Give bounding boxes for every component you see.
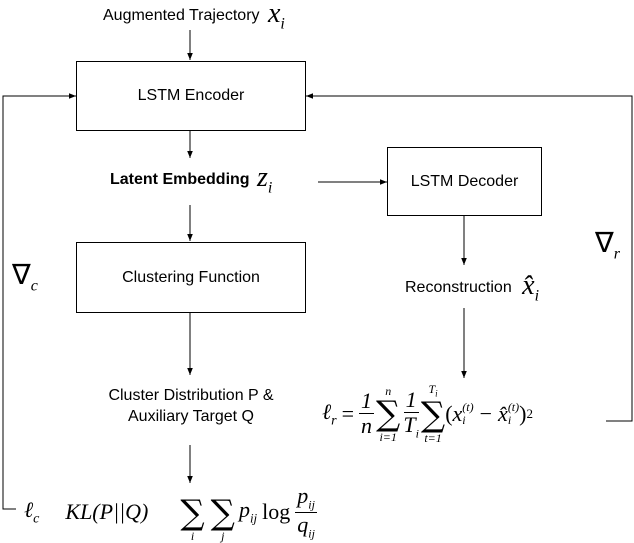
loss-c-lhs: ℓc — [24, 497, 39, 527]
loss-c-sum2-bottom: j — [221, 529, 225, 543]
lstm-decoder-label: LSTM Decoder — [410, 172, 519, 190]
loss-r-sum1-top: n — [385, 383, 392, 398]
cluster-distribution-line1: Cluster Distribution P & — [108, 387, 274, 404]
loss-c-frac: pij qij — [295, 485, 317, 539]
loss-r-sum2-top: T — [428, 382, 436, 396]
input-symbol-sub: i — [280, 15, 285, 33]
loss-r-lhs-sub: r — [331, 412, 337, 428]
loss-c-frac-den: q — [297, 511, 309, 537]
latent-embedding-label: Latent Embedding zi — [110, 162, 272, 198]
input-label: Augmented Trajectory xi — [103, 0, 285, 34]
loss-r-sum1-bottom: i=1 — [379, 429, 397, 444]
loss-r-minus: − — [479, 400, 493, 426]
loss-r-x-base: x — [452, 400, 463, 426]
reconstruction-symbol: x̂i — [522, 270, 539, 305]
loss-r-frac1-den: n — [361, 413, 373, 439]
input-label-text: Augmented Trajectory — [103, 6, 260, 24]
loss-c-frac-num: p — [297, 483, 309, 509]
lstm-encoder-label: LSTM Encoder — [137, 87, 245, 104]
gradient-c-symbol: ∇ — [12, 260, 31, 291]
loss-r-x: x(t)i — [452, 399, 474, 427]
feedback-loop-grad-r — [306, 93, 633, 422]
cluster-distribution-line2: Auxiliary Target Q — [128, 408, 254, 425]
loss-c-p: pij — [239, 497, 257, 526]
loss-r-equals: = — [341, 400, 355, 426]
loss-c-sum1-bottom: i — [190, 529, 195, 543]
clustering-function-box: Clustering Function — [76, 242, 306, 313]
loss-c-sum1: ∑ i — [180, 482, 204, 542]
loss-r-sum2-sigma: ∑ — [420, 395, 446, 436]
clustering-loss-formula: ℓc KL(P||Q) ∑ i ∑ j pij log pij qij — [24, 482, 317, 542]
loss-r-sum2-bottom: t=1 — [424, 431, 442, 446]
input-symbol: xi — [267, 0, 285, 33]
loss-r-xhat-base: x̂ — [498, 400, 508, 426]
loss-r-lhs: ℓr — [322, 399, 337, 429]
gradient-r-label: ∇r — [595, 226, 620, 264]
latent-symbol-z: z — [257, 162, 268, 193]
reconstruction-symbol-sub: i — [534, 287, 540, 305]
reconstruction-text: Reconstruction — [405, 278, 512, 296]
latent-symbol: zi — [257, 162, 272, 197]
reconstruction-loss-formula: ℓr = 1 n n ∑ i=1 1 Ti Ti ∑ t=1 ( x(t)i −… — [322, 383, 533, 444]
loss-r-frac2-den: T — [403, 411, 416, 437]
lstm-encoder-box: LSTM Encoder — [76, 61, 306, 131]
loss-r-pow: 2 — [526, 405, 533, 421]
loss-c-frac-num-sub: ij — [308, 497, 315, 512]
loss-c-lhs-sub: c — [33, 511, 40, 527]
loss-r-paren-open: ( — [445, 400, 453, 426]
loss-r-x-sup: (t) — [462, 399, 474, 414]
reconstruction-label: Reconstruction x̂i — [405, 270, 539, 306]
loss-c-p-sub: ij — [249, 510, 258, 526]
loss-c-sum1-sigma: ∑ — [180, 493, 205, 533]
loss-r-xhat-sup: (t) — [507, 399, 520, 414]
loss-c-ell: ℓ — [24, 496, 34, 522]
input-symbol-x: x — [267, 0, 281, 29]
loss-r-sum2-top-sub: i — [435, 388, 438, 399]
cluster-distribution-label: Cluster Distribution P & Auxiliary Targe… — [96, 385, 286, 427]
loss-r-frac1: 1 n — [359, 388, 375, 439]
gradient-c-sub: c — [30, 277, 38, 295]
latent-symbol-sub: i — [267, 179, 273, 197]
loss-r-frac2-num: 1 — [403, 386, 419, 413]
loss-r-frac2: 1 Ti — [403, 386, 419, 440]
feedback-loop-grad-c — [2, 93, 76, 510]
loss-c-sum2: ∑ j — [211, 482, 235, 542]
lstm-decoder-box: LSTM Decoder — [387, 147, 542, 216]
loss-r-frac2-den-sub: i — [415, 425, 419, 440]
loss-c-frac-den-sub: ij — [308, 525, 315, 540]
loss-r-ell: ℓ — [322, 398, 332, 424]
loss-r-xhat-sub: i — [507, 412, 512, 427]
gradient-r-symbol: ∇ — [595, 228, 614, 259]
loss-r-xhat: x̂(t)i — [498, 399, 520, 427]
loss-c-kl: KL(P||Q) — [65, 499, 149, 524]
loss-r-sum1-sigma: ∑ — [376, 393, 401, 434]
gradient-c-label: ∇c — [12, 258, 38, 296]
loss-c-log: log — [262, 499, 291, 524]
loss-r-frac1-num: 1 — [359, 388, 375, 415]
gradient-r-sub: r — [613, 245, 620, 263]
clustering-function-label: Clustering Function — [122, 268, 260, 286]
loss-r-x-sub: i — [462, 412, 466, 427]
loss-c-sum2-sigma: ∑ — [210, 493, 235, 533]
loss-r-sum1: n ∑ i=1 — [376, 385, 400, 443]
latent-embedding-text: Latent Embedding — [110, 170, 250, 188]
loss-r-sum2: Ti ∑ t=1 — [421, 383, 445, 444]
loss-c-p-base: p — [238, 497, 250, 523]
reconstruction-symbol-xhat: x̂ — [522, 270, 535, 301]
loss-r-paren-close: ) — [519, 400, 527, 426]
